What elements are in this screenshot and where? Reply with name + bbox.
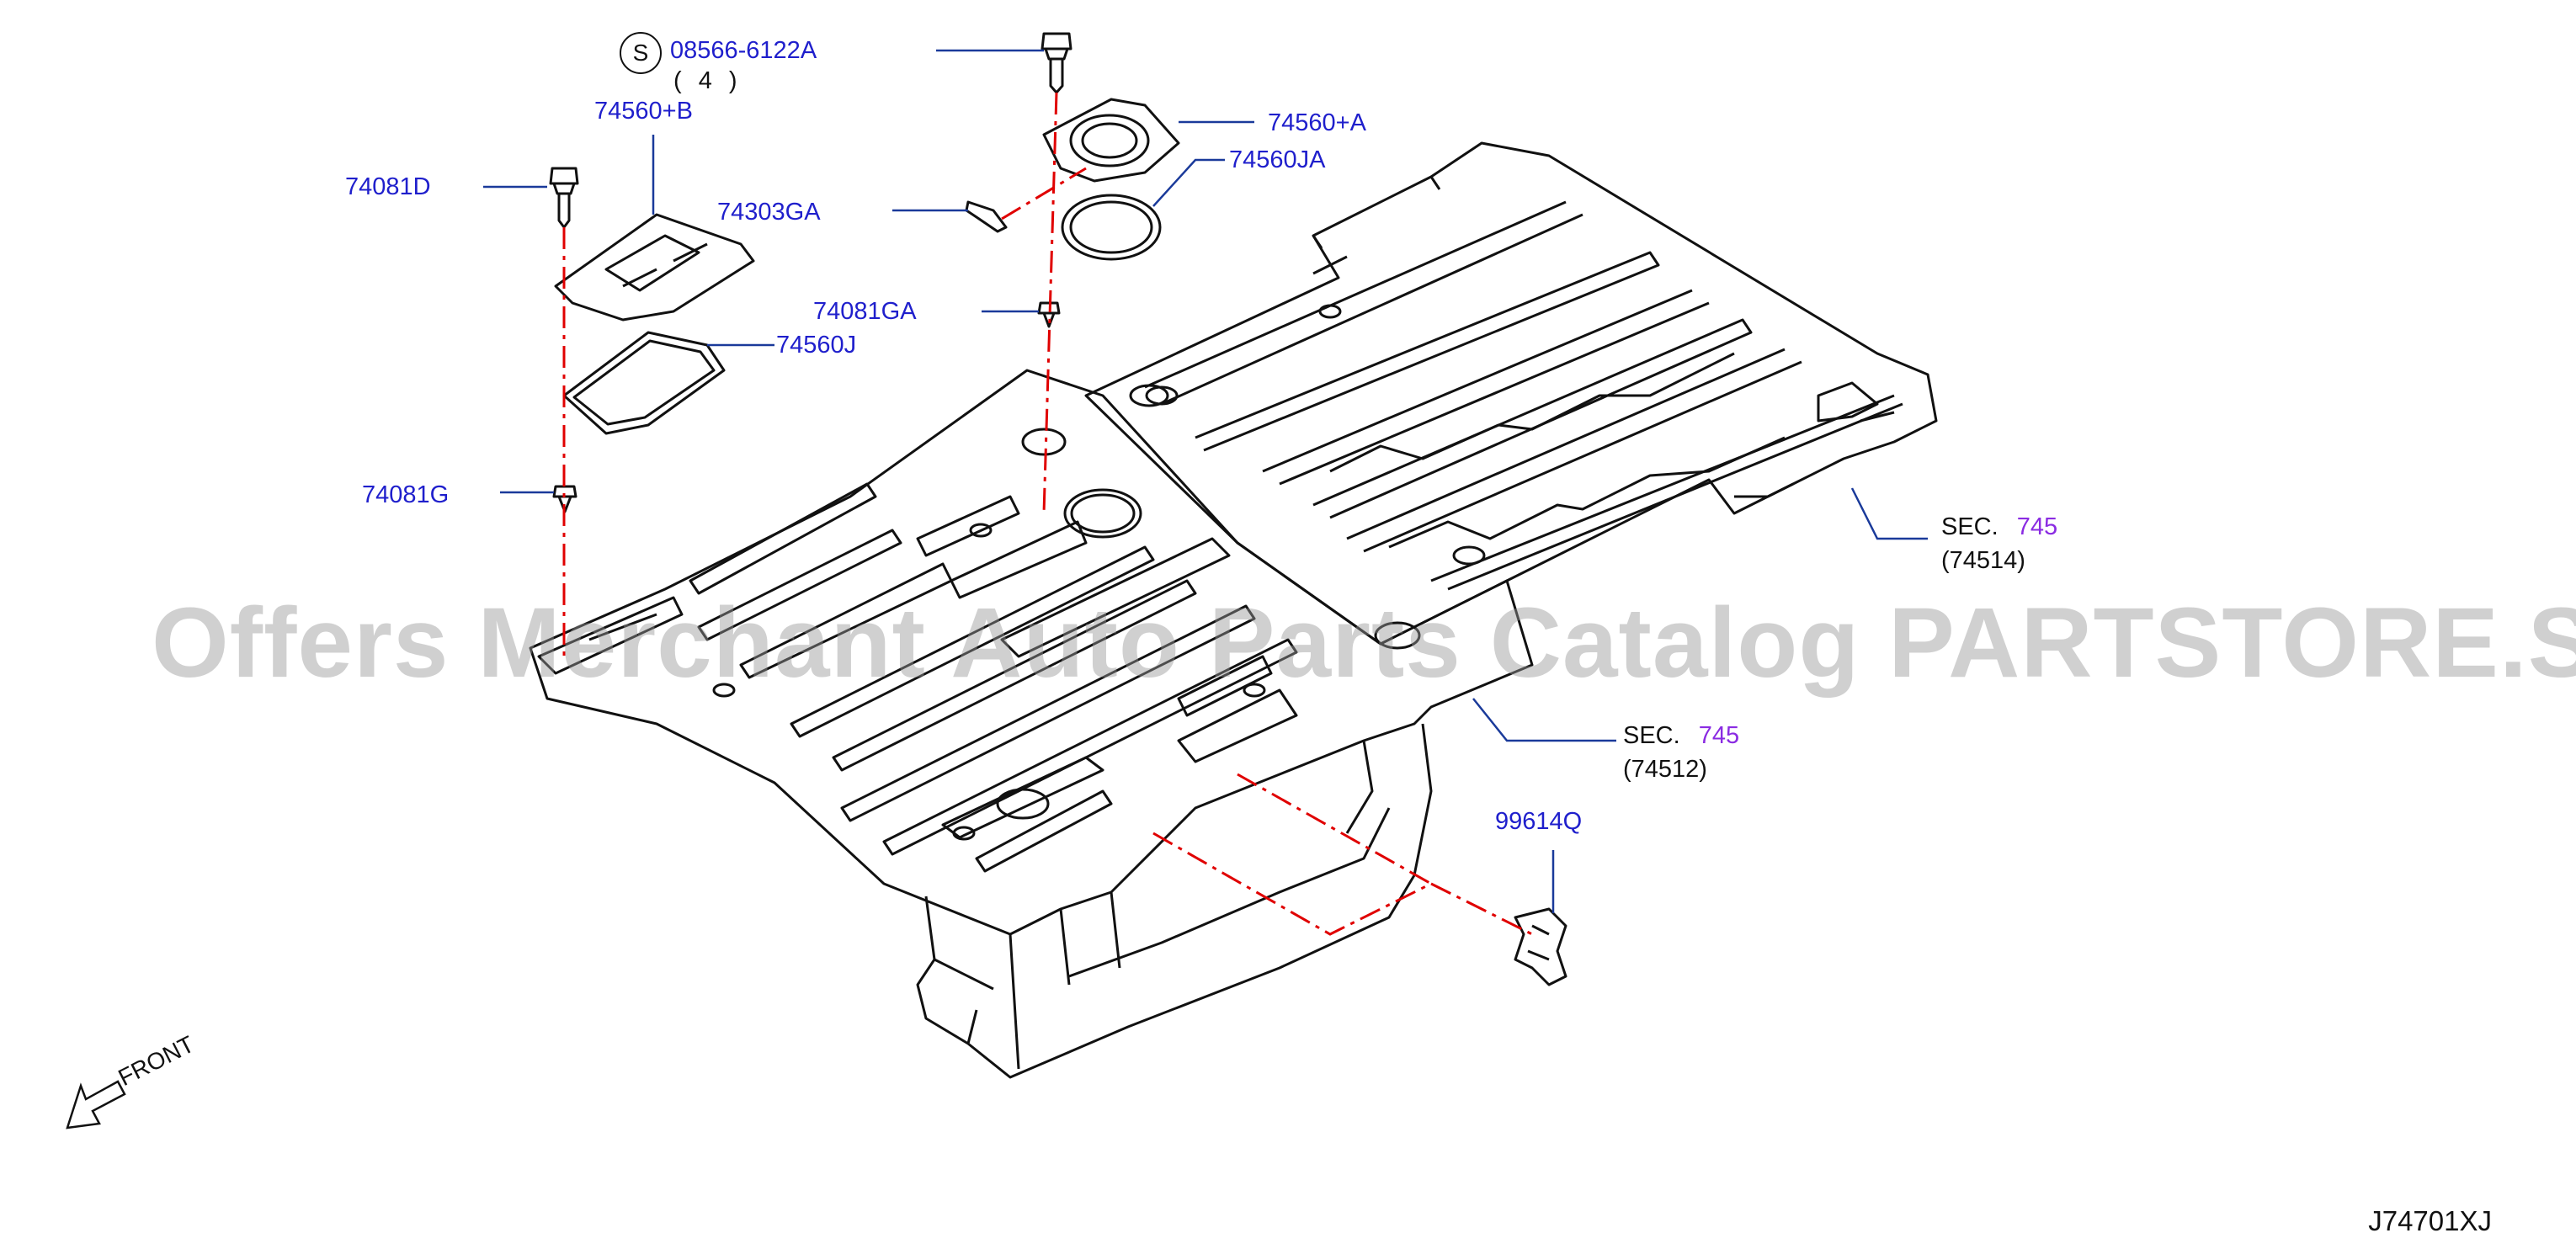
bolt-08566 [1041,32,1072,94]
section-subref-74514: (74514) [1941,547,2025,574]
part-label-08566-6122A[interactable]: 08566-6122A [670,37,817,64]
section-number[interactable]: 745 [2016,513,2058,540]
front-arrow-icon [66,1080,126,1129]
part-label-74560A[interactable]: 74560+A [1268,109,1366,136]
standard-part-symbol: S [620,32,662,74]
part-label-74560JA[interactable]: 74560JA [1229,146,1326,173]
cover-74560B [554,213,755,322]
part-label-74560J[interactable]: 74560J [776,332,857,359]
rear-floor-panel [1084,141,1938,646]
front-floor-panel [529,369,1534,936]
part-label-74303GA[interactable]: 74303GA [717,199,821,226]
gasket-74560J [562,331,726,435]
section-ref-74514[interactable]: SEC. 745 [1941,515,2057,539]
part-label-99614Q[interactable]: 99614Q [1495,808,1583,835]
watermark: Offers Merchant Auto Parts Catalog PARTS… [152,587,2576,699]
part-label-74081G[interactable]: 74081G [362,481,450,508]
part-label-74081GA[interactable]: 74081GA [813,298,917,325]
section-number[interactable]: 745 [1698,722,1740,749]
bolt-74081D [549,167,579,229]
clip-99614Q [1514,907,1567,986]
cover-74560A [1042,98,1180,183]
clip-74303GA [965,200,1008,233]
section-prefix: SEC. [1941,513,1999,540]
section-subref-74512: (74512) [1623,756,1707,783]
diagram-code: J74701XJ [2368,1205,2492,1236]
part-quantity: ( 4 ) [673,67,742,94]
clip-74081GA [1037,301,1061,328]
section-ref-74512[interactable]: SEC. 745 [1623,724,1739,748]
part-label-74081D[interactable]: 74081D [345,173,431,200]
part-label-74560B[interactable]: 74560+B [594,98,693,125]
seal-74560JA [1061,194,1162,261]
section-prefix: SEC. [1623,722,1680,749]
side-member [916,723,1433,1079]
